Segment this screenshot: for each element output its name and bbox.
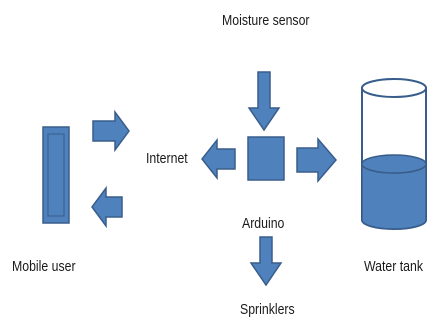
arrow-internet-to-mobile: [91, 185, 123, 229]
arrow-arduino-to-internet: [201, 137, 236, 181]
internet-label: Internet: [146, 150, 188, 167]
arrow-arduino-to-sprinklers: [249, 236, 283, 287]
water-surface: [361, 154, 427, 174]
moisture-sensor-label: Moisture sensor: [222, 12, 310, 29]
sprinklers-label: Sprinklers: [240, 301, 295, 318]
mobile-user-screen: [47, 133, 65, 217]
water-tank-label: Water tank: [364, 258, 424, 275]
arduino-box: [247, 136, 285, 181]
water-tank-top: [361, 78, 427, 98]
mobile-user-label: Mobile user: [12, 258, 76, 275]
arrow-sensor-to-arduino: [247, 71, 281, 132]
arduino-label: Arduino: [242, 215, 285, 232]
arrow-arduino-to-tank: [296, 136, 337, 184]
arrow-mobile-to-internet: [92, 109, 130, 153]
